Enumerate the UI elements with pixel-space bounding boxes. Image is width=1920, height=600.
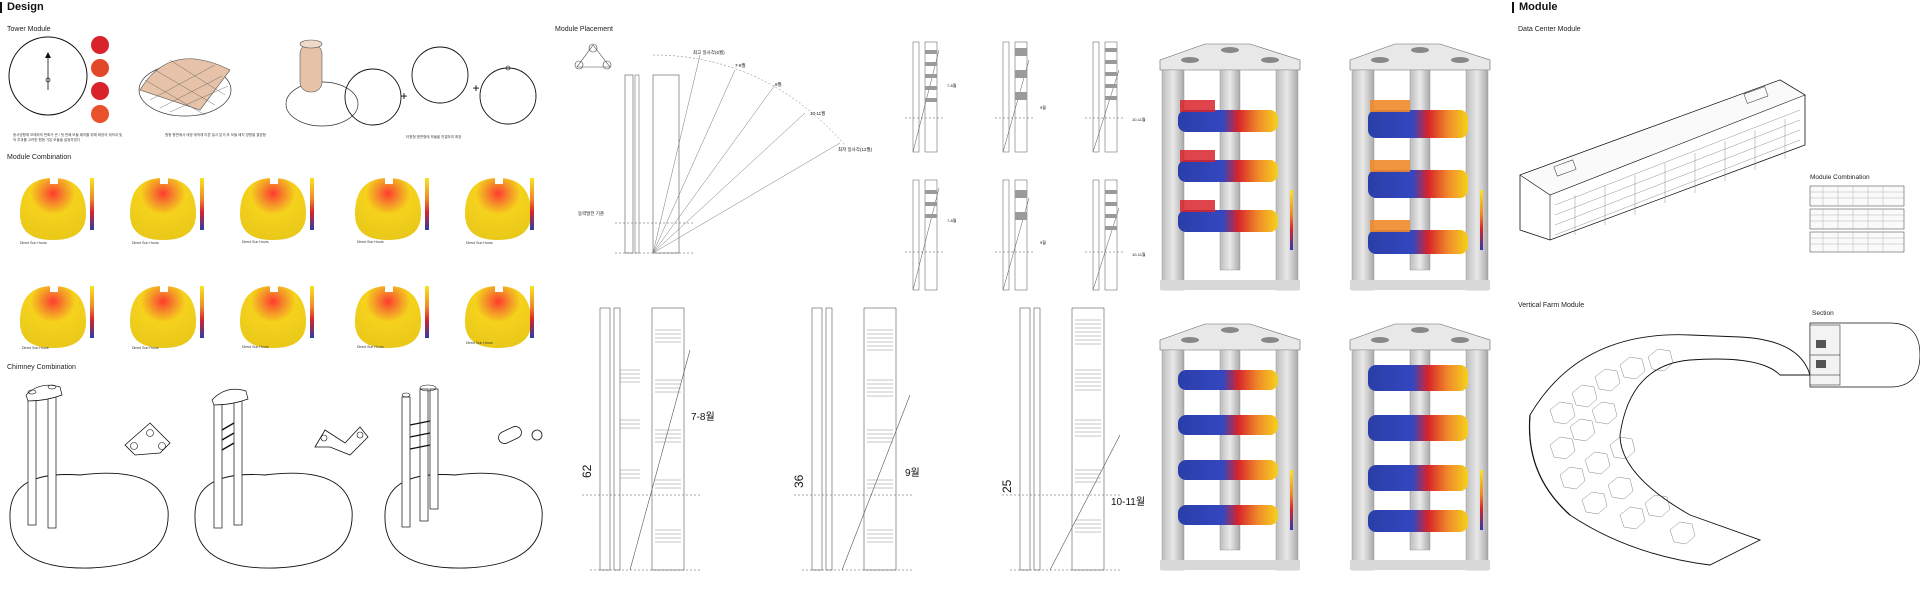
small-label-2: 9월 (1040, 105, 1046, 110)
dome-caption-6: Direct Sun Hours (22, 346, 49, 350)
tower-note-3: 타원형 평면형태 모듈을 연결하여 확장 (406, 135, 462, 139)
svg-text:+: + (400, 89, 407, 103)
chimney-combination-diagrams (9, 384, 543, 569)
section-title-design: Design (0, 2, 44, 13)
dome-caption-5: Direct Sun Hours (466, 241, 493, 245)
section-title-module: Module (1512, 2, 1558, 13)
tower-note-1: 동서방향에 모래와의 변화가 큰 / 첫 번째 모듈 배치를 위해 태양의 궤적… (13, 133, 123, 142)
dome-caption-1: Direct Sun Hours (20, 241, 47, 245)
angle-label-9: 9월 (775, 82, 782, 87)
data-center-module-drawing (1519, 79, 1806, 241)
small-elevations (905, 41, 1125, 291)
module-combination-title: Module Combination (7, 154, 72, 161)
angle-label-min: 최저 일사각(12월) (838, 147, 873, 152)
tower-module-title: Tower Module (7, 26, 51, 33)
module-combination-stack (1809, 185, 1905, 253)
section-month-2: 9월 (905, 468, 920, 479)
airflow-tower-renders (1159, 43, 1491, 571)
small-label-4: 7-8월 (947, 218, 957, 223)
dome-caption-10: Direct Sun Hours (466, 341, 493, 345)
placement-sections (582, 307, 1121, 571)
reference-label: 동력발전 기준 (578, 211, 605, 216)
dome-caption-2: Direct Sun Hours (132, 241, 159, 245)
dome-caption-9: Direct Sun Hours (357, 345, 384, 349)
dome-caption-3: Direct Sun Hours (242, 240, 269, 244)
module-placement-title: Module Placement (555, 26, 613, 33)
chimney-combination-title: Chimney Combination (7, 364, 76, 371)
section-height-1: 62 (580, 464, 594, 478)
vertical-farm-drawing (1528, 322, 1920, 566)
angle-label-max: 최고 일사각(6월) (693, 50, 725, 55)
module-combination-subtitle: Module Combination (1810, 174, 1870, 181)
tower-note-2: 원형 평면에서 태양 궤적에 따른 일사 분석 후 모듈 배치 방향을 결정함 (165, 133, 266, 137)
tower-module-diagrams: + (8, 36, 469, 127)
dome-caption-8: Direct Sun Hours (242, 345, 269, 349)
tower-circle-3 (479, 65, 537, 125)
small-label-1: 7-8월 (947, 83, 957, 88)
vertical-farm-title: Vertical Farm Module (1518, 302, 1585, 309)
section-month-1: 7-8월 (691, 412, 715, 423)
angle-label-78: 7-8월 (735, 63, 746, 68)
dome-caption-4: Direct Sun Hours (357, 240, 384, 244)
heat-dome-row-2 (20, 286, 534, 348)
data-center-title: Data Center Module (1518, 26, 1581, 33)
small-label-3: 10-11월 (1132, 117, 1146, 122)
small-label-6: 10-11월 (1132, 252, 1146, 257)
section-height-2: 36 (792, 474, 806, 488)
tower-module-diagram-3: + (472, 81, 479, 95)
dome-caption-7: Direct Sun Hours (132, 346, 159, 350)
heat-dome-row-1 (20, 178, 534, 240)
svg-text:+: + (472, 81, 479, 95)
section-height-3: 25 (1000, 479, 1014, 493)
small-label-5: 9월 (1040, 240, 1046, 245)
section-subtitle: Section (1812, 310, 1834, 317)
angle-label-1011: 10-11월 (810, 111, 826, 116)
solar-angle-diagram (574, 43, 846, 254)
section-month-3: 10-11월 (1111, 497, 1146, 508)
